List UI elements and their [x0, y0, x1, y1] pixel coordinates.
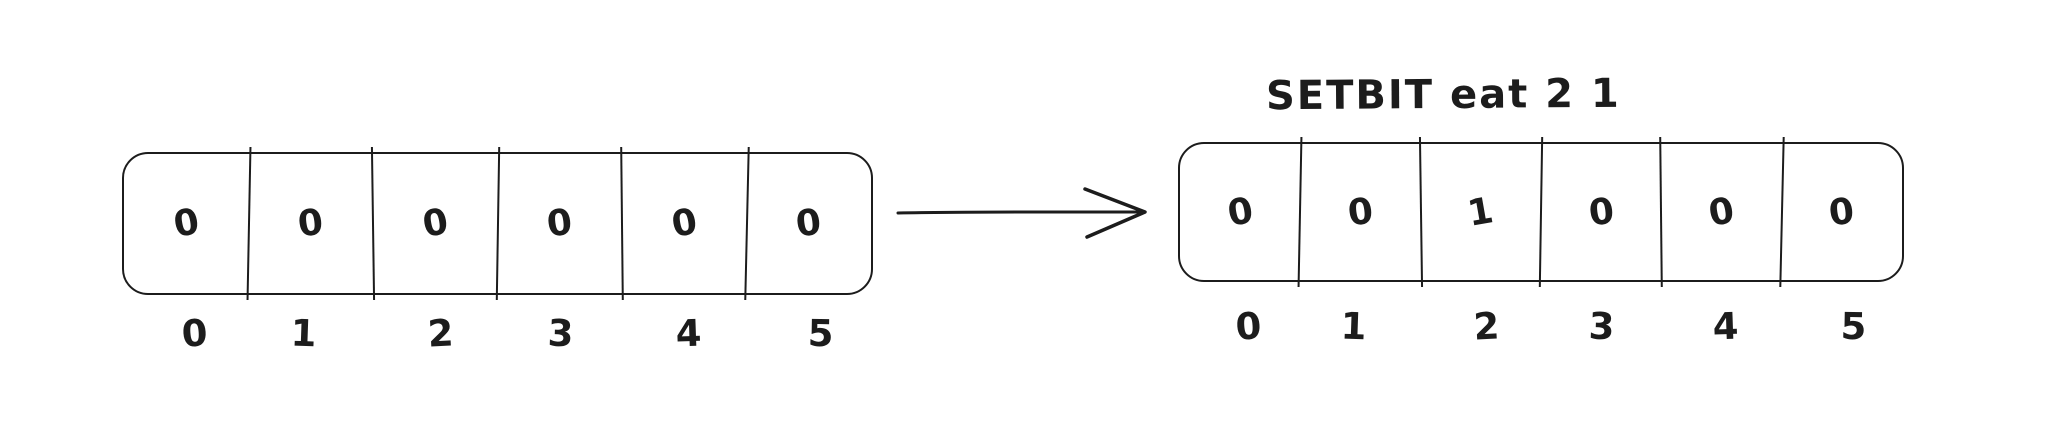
bit-value: 0 — [1826, 190, 1857, 234]
bit-value: 0 — [668, 201, 701, 246]
bit-cell: 0 — [622, 154, 747, 293]
bit-value: 0 — [793, 201, 824, 246]
bit-value: 0 — [1586, 190, 1617, 234]
index-label: 1 — [290, 311, 318, 356]
index-label: 4 — [1711, 304, 1740, 349]
index-label: 5 — [807, 311, 834, 356]
bit-value: 0 — [1345, 190, 1376, 234]
bit-cell: 0 — [1300, 144, 1420, 280]
bit-array-after: 0 0 1 0 0 0 — [1178, 142, 1904, 282]
bit-array-before: 0 0 0 0 0 0 — [122, 152, 873, 295]
bit-value: 0 — [170, 201, 203, 246]
bit-value: 0 — [1224, 189, 1257, 235]
index-label: 3 — [1587, 304, 1616, 349]
bit-cell: 0 — [1180, 144, 1300, 280]
index-row-after: 0 1 2 3 4 5 — [1178, 304, 1904, 349]
index-label: 3 — [546, 311, 574, 356]
bit-cell: 0 — [747, 154, 872, 293]
bit-cell: 0 — [124, 154, 249, 293]
bit-cell: 0 — [1661, 144, 1781, 280]
bit-value: 0 — [295, 201, 326, 246]
index-label: 2 — [1472, 304, 1501, 349]
bit-cell: 0 — [373, 154, 498, 293]
bit-cell: 0 — [498, 154, 623, 293]
bit-value: 0 — [544, 201, 575, 246]
bit-value: 0 — [1705, 189, 1738, 235]
index-label: 2 — [426, 311, 455, 356]
index-label: 5 — [1840, 304, 1867, 349]
transition-arrow-icon — [895, 180, 1157, 246]
bit-cell: 0 — [1782, 144, 1902, 280]
index-row-before: 0 1 2 3 4 5 — [122, 311, 873, 356]
bit-value: 0 — [419, 201, 452, 246]
bit-value: 1 — [1464, 189, 1497, 235]
bit-cell: 0 — [1541, 144, 1661, 280]
bit-cell: 0 — [249, 154, 374, 293]
setbit-command-label: SETBIT eat 2 1 — [1265, 70, 1621, 120]
bit-cell: 1 — [1421, 144, 1541, 280]
index-label: 4 — [674, 311, 702, 356]
index-label: 1 — [1339, 304, 1368, 349]
